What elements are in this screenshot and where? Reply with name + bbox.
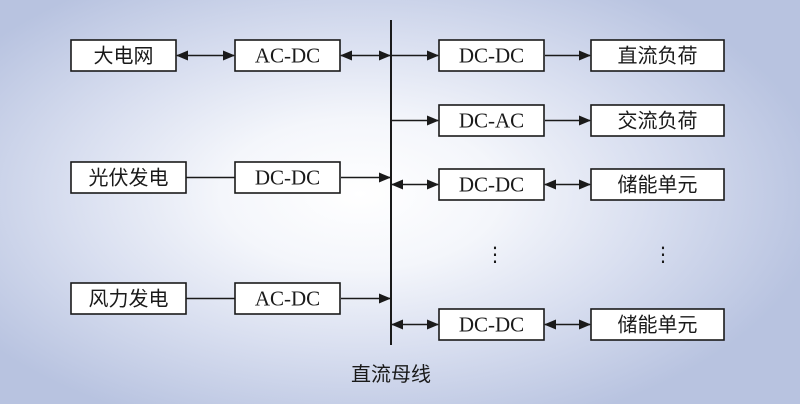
load-box-ac-load bbox=[590, 104, 725, 137]
dc-bus-label: 直流母线 bbox=[351, 362, 431, 386]
load-converter-box-dc-load bbox=[438, 39, 545, 72]
source-label-wind: 风力发电 bbox=[89, 287, 169, 311]
load-label-ac-load: 交流负荷 bbox=[618, 109, 698, 133]
load-row-ac-load: DC-AC 交流负荷 bbox=[392, 104, 725, 137]
source-converter-box-pv bbox=[234, 161, 341, 194]
load-box-storage-2 bbox=[590, 308, 725, 341]
source-row-pv: 光伏发电 DC-DC bbox=[70, 161, 391, 194]
load-row-dc-load: DC-DC 直流负荷 bbox=[392, 39, 725, 72]
load-label-storage-1: 储能单元 bbox=[618, 173, 698, 197]
source-row-grid: 大电网 AC-DC bbox=[70, 39, 391, 72]
source-box-pv bbox=[70, 161, 187, 194]
load-label-storage-2: 储能单元 bbox=[618, 313, 698, 337]
load-converter-label-dc-load: DC-DC bbox=[459, 44, 524, 68]
source-box-wind bbox=[70, 282, 187, 315]
source-row-wind: 风力发电 AC-DC bbox=[70, 282, 391, 315]
load-row-storage-2: DC-DC 储能单元 bbox=[391, 308, 725, 341]
load-box-storage-1 bbox=[590, 168, 725, 201]
load-converter-label-ac-load: DC-AC bbox=[459, 109, 524, 133]
source-converter-box-wind bbox=[234, 282, 341, 315]
ellipsis-converter-column: ⋮ bbox=[485, 242, 505, 266]
load-converter-box-storage-2 bbox=[438, 308, 545, 341]
load-converter-label-storage-1: DC-DC bbox=[459, 173, 524, 197]
load-row-storage-1: DC-DC 储能单元 bbox=[391, 168, 725, 201]
load-box-dc-load bbox=[590, 39, 725, 72]
load-converter-label-storage-2: DC-DC bbox=[459, 313, 524, 337]
ellipsis-load-column: ⋮ bbox=[653, 242, 673, 266]
source-label-grid: 大电网 bbox=[94, 44, 154, 68]
source-converter-label-pv: DC-DC bbox=[255, 166, 320, 190]
source-converter-label-grid: AC-DC bbox=[255, 44, 320, 68]
load-converter-box-storage-1 bbox=[438, 168, 545, 201]
load-label-dc-load: 直流负荷 bbox=[618, 44, 698, 68]
source-label-pv: 光伏发电 bbox=[89, 166, 169, 190]
load-converter-box-ac-load bbox=[438, 104, 545, 137]
source-converter-label-wind: AC-DC bbox=[255, 287, 320, 311]
